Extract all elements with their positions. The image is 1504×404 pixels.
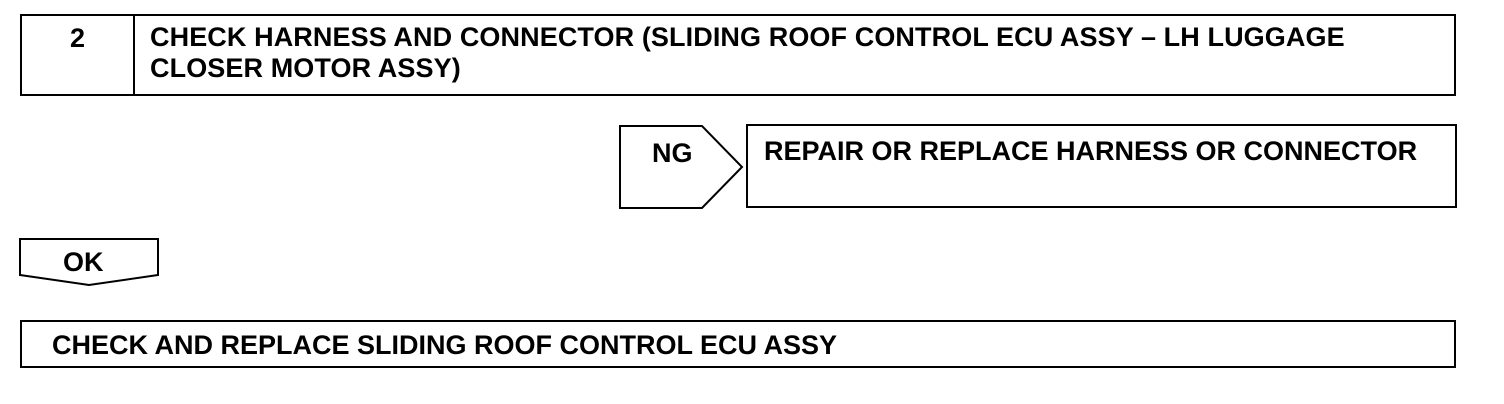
ng-result-text: REPAIR OR REPLACE HARNESS OR CONNECTOR <box>764 136 1418 166</box>
step-number: 2 <box>69 23 86 53</box>
final-step-box: CHECK AND REPLACE SLIDING ROOF CONTROL E… <box>20 320 1456 368</box>
final-step-text: CHECK AND REPLACE SLIDING ROOF CONTROL E… <box>52 330 838 360</box>
step-box: 2 CHECK HARNESS AND CONNECTOR (SLIDING R… <box>20 14 1456 96</box>
ng-label: NG <box>652 138 693 168</box>
ok-label: OK <box>63 247 104 277</box>
ok-arrow-tag <box>19 238 159 287</box>
ng-arrow-tag <box>619 125 744 209</box>
step-number-cell: 2 <box>22 16 135 94</box>
ng-result-box: REPAIR OR REPLACE HARNESS OR CONNECTOR <box>746 124 1457 208</box>
step-title: CHECK HARNESS AND CONNECTOR (SLIDING ROO… <box>150 22 1345 83</box>
